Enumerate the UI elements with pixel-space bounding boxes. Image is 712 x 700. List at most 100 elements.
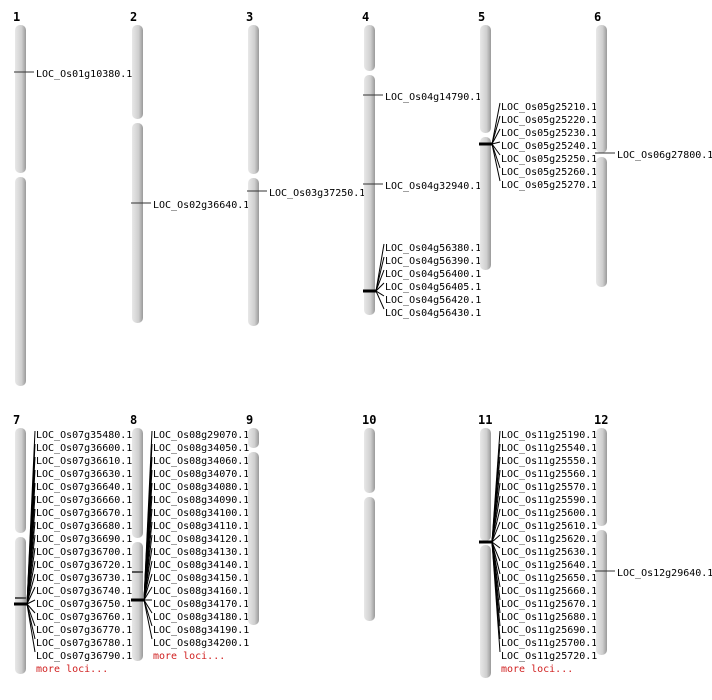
chromosome-4[interactable]: 4LOC_Os04g14790.1LOC_Os04g32940.1LOC_Os0…: [362, 10, 481, 319]
chromosome-arm-short[interactable]: [596, 25, 607, 153]
locus-label[interactable]: LOC_Os05g25210.1: [501, 102, 597, 113]
chromosome-arm-short[interactable]: [480, 25, 491, 133]
locus-label[interactable]: LOC_Os11g25700.1: [501, 638, 597, 649]
locus-label[interactable]: LOC_Os05g25250.1: [501, 154, 597, 165]
locus-label[interactable]: LOC_Os08g34180.1: [153, 612, 249, 623]
locus-label[interactable]: LOC_Os08g34050.1: [153, 443, 249, 454]
locus-label[interactable]: LOC_Os05g25240.1: [501, 141, 597, 152]
chromosome-10[interactable]: 10: [362, 413, 376, 621]
locus-label[interactable]: LOC_Os06g27800.1: [617, 150, 712, 161]
chromosome-arm-short[interactable]: [596, 428, 607, 526]
locus-label[interactable]: LOC_Os07g36640.1: [36, 482, 132, 493]
locus-label[interactable]: LOC_Os03g37250.1: [269, 188, 365, 199]
chromosome-arm-long[interactable]: [15, 177, 26, 386]
locus-label[interactable]: LOC_Os04g56420.1: [385, 295, 481, 306]
locus-label[interactable]: LOC_Os01g10380.1: [36, 69, 132, 80]
locus-label[interactable]: LOC_Os04g56400.1: [385, 269, 481, 280]
locus-label[interactable]: LOC_Os08g34060.1: [153, 456, 249, 467]
locus-label[interactable]: LOC_Os04g56405.1: [385, 282, 481, 293]
locus-label[interactable]: LOC_Os05g25220.1: [501, 115, 597, 126]
locus-label[interactable]: LOC_Os08g29070.1: [153, 430, 249, 441]
chromosome-arm-short[interactable]: [364, 428, 375, 493]
chromosome-8[interactable]: 8LOC_Os08g29070.1LOC_Os08g34050.1LOC_Os0…: [130, 413, 249, 662]
locus-label[interactable]: LOC_Os07g36780.1: [36, 638, 132, 649]
chromosome-arm-long[interactable]: [480, 137, 491, 270]
chromosome-arm-long[interactable]: [596, 157, 607, 287]
chromosome-arm-long[interactable]: [132, 123, 143, 323]
locus-label[interactable]: LOC_Os05g25230.1: [501, 128, 597, 139]
more-loci-link[interactable]: more loci...: [153, 651, 225, 662]
locus-label[interactable]: LOC_Os08g34140.1: [153, 560, 249, 571]
locus-label[interactable]: LOC_Os11g25570.1: [501, 482, 597, 493]
locus-label[interactable]: LOC_Os02g36640.1: [153, 200, 249, 211]
locus-label[interactable]: LOC_Os07g36770.1: [36, 625, 132, 636]
locus-label[interactable]: LOC_Os11g25550.1: [501, 456, 597, 467]
chromosome-arm-short[interactable]: [480, 428, 491, 541]
more-loci-link[interactable]: more loci...: [501, 664, 573, 675]
chromosome-arm-short[interactable]: [248, 25, 259, 174]
locus-label[interactable]: LOC_Os11g25680.1: [501, 612, 597, 623]
locus-label[interactable]: LOC_Os05g25270.1: [501, 180, 597, 191]
locus-label[interactable]: LOC_Os08g34080.1: [153, 482, 249, 493]
chromosome-arm-short[interactable]: [132, 428, 143, 538]
locus-label[interactable]: LOC_Os07g36610.1: [36, 456, 132, 467]
locus-label[interactable]: LOC_Os08g34150.1: [153, 573, 249, 584]
chromosome-5[interactable]: 5LOC_Os05g25210.1LOC_Os05g25220.1LOC_Os0…: [478, 10, 597, 270]
more-loci-link[interactable]: more loci...: [36, 664, 108, 675]
locus-label[interactable]: LOC_Os07g36750.1: [36, 599, 132, 610]
locus-label[interactable]: LOC_Os11g25670.1: [501, 599, 597, 610]
locus-label[interactable]: LOC_Os07g36790.1: [36, 651, 132, 662]
chromosome-arm-long[interactable]: [480, 545, 491, 678]
locus-label[interactable]: LOC_Os11g25660.1: [501, 586, 597, 597]
locus-label[interactable]: LOC_Os07g36690.1: [36, 534, 132, 545]
locus-label[interactable]: LOC_Os08g34100.1: [153, 508, 249, 519]
locus-label[interactable]: LOC_Os07g35480.1: [36, 430, 132, 441]
locus-label[interactable]: LOC_Os07g36760.1: [36, 612, 132, 623]
locus-label[interactable]: LOC_Os08g34120.1: [153, 534, 249, 545]
locus-label[interactable]: LOC_Os05g25260.1: [501, 167, 597, 178]
locus-label[interactable]: LOC_Os11g25590.1: [501, 495, 597, 506]
locus-label[interactable]: LOC_Os08g34070.1: [153, 469, 249, 480]
locus-label[interactable]: LOC_Os11g25610.1: [501, 521, 597, 532]
locus-label[interactable]: LOC_Os04g14790.1: [385, 92, 481, 103]
locus-label[interactable]: LOC_Os11g25630.1: [501, 547, 597, 558]
locus-label[interactable]: LOC_Os04g56390.1: [385, 256, 481, 267]
locus-label[interactable]: LOC_Os08g34130.1: [153, 547, 249, 558]
chromosome-7[interactable]: 7LOC_Os07g35480.1LOC_Os07g36600.1LOC_Os0…: [13, 413, 132, 675]
locus-label[interactable]: LOC_Os07g36600.1: [36, 443, 132, 454]
locus-label[interactable]: LOC_Os07g36680.1: [36, 521, 132, 532]
chromosome-arm-long[interactable]: [248, 452, 259, 625]
chromosome-arm-short[interactable]: [132, 25, 143, 119]
chromosome-arm-short[interactable]: [248, 428, 259, 448]
locus-label[interactable]: LOC_Os07g36720.1: [36, 560, 132, 571]
locus-label[interactable]: LOC_Os04g56430.1: [385, 308, 481, 319]
locus-label[interactable]: LOC_Os04g32940.1: [385, 181, 481, 192]
chromosome-11[interactable]: 11LOC_Os11g25190.1LOC_Os11g25540.1LOC_Os…: [478, 413, 597, 678]
locus-label[interactable]: LOC_Os11g25560.1: [501, 469, 597, 480]
locus-label[interactable]: LOC_Os07g36630.1: [36, 469, 132, 480]
locus-label[interactable]: LOC_Os11g25540.1: [501, 443, 597, 454]
locus-label[interactable]: LOC_Os12g29640.1: [617, 568, 712, 579]
locus-label[interactable]: LOC_Os08g34160.1: [153, 586, 249, 597]
chromosome-arm-short[interactable]: [15, 25, 26, 173]
locus-label[interactable]: LOC_Os07g36670.1: [36, 508, 132, 519]
chromosome-arm-short[interactable]: [15, 428, 26, 533]
chromosome-arm-long[interactable]: [596, 530, 607, 655]
locus-label[interactable]: LOC_Os08g34190.1: [153, 625, 249, 636]
chromosome-9[interactable]: 9: [246, 413, 259, 625]
chromosome-arm-long[interactable]: [364, 75, 375, 315]
locus-label[interactable]: LOC_Os07g36700.1: [36, 547, 132, 558]
locus-label[interactable]: LOC_Os04g56380.1: [385, 243, 481, 254]
locus-label[interactable]: LOC_Os07g36660.1: [36, 495, 132, 506]
chromosome-arm-long[interactable]: [364, 497, 375, 621]
locus-label[interactable]: LOC_Os08g34200.1: [153, 638, 249, 649]
locus-label[interactable]: LOC_Os08g34090.1: [153, 495, 249, 506]
locus-label[interactable]: LOC_Os11g25190.1: [501, 430, 597, 441]
locus-label[interactable]: LOC_Os07g36730.1: [36, 573, 132, 584]
chromosome-arm-long[interactable]: [248, 178, 259, 326]
locus-label[interactable]: LOC_Os07g36740.1: [36, 586, 132, 597]
